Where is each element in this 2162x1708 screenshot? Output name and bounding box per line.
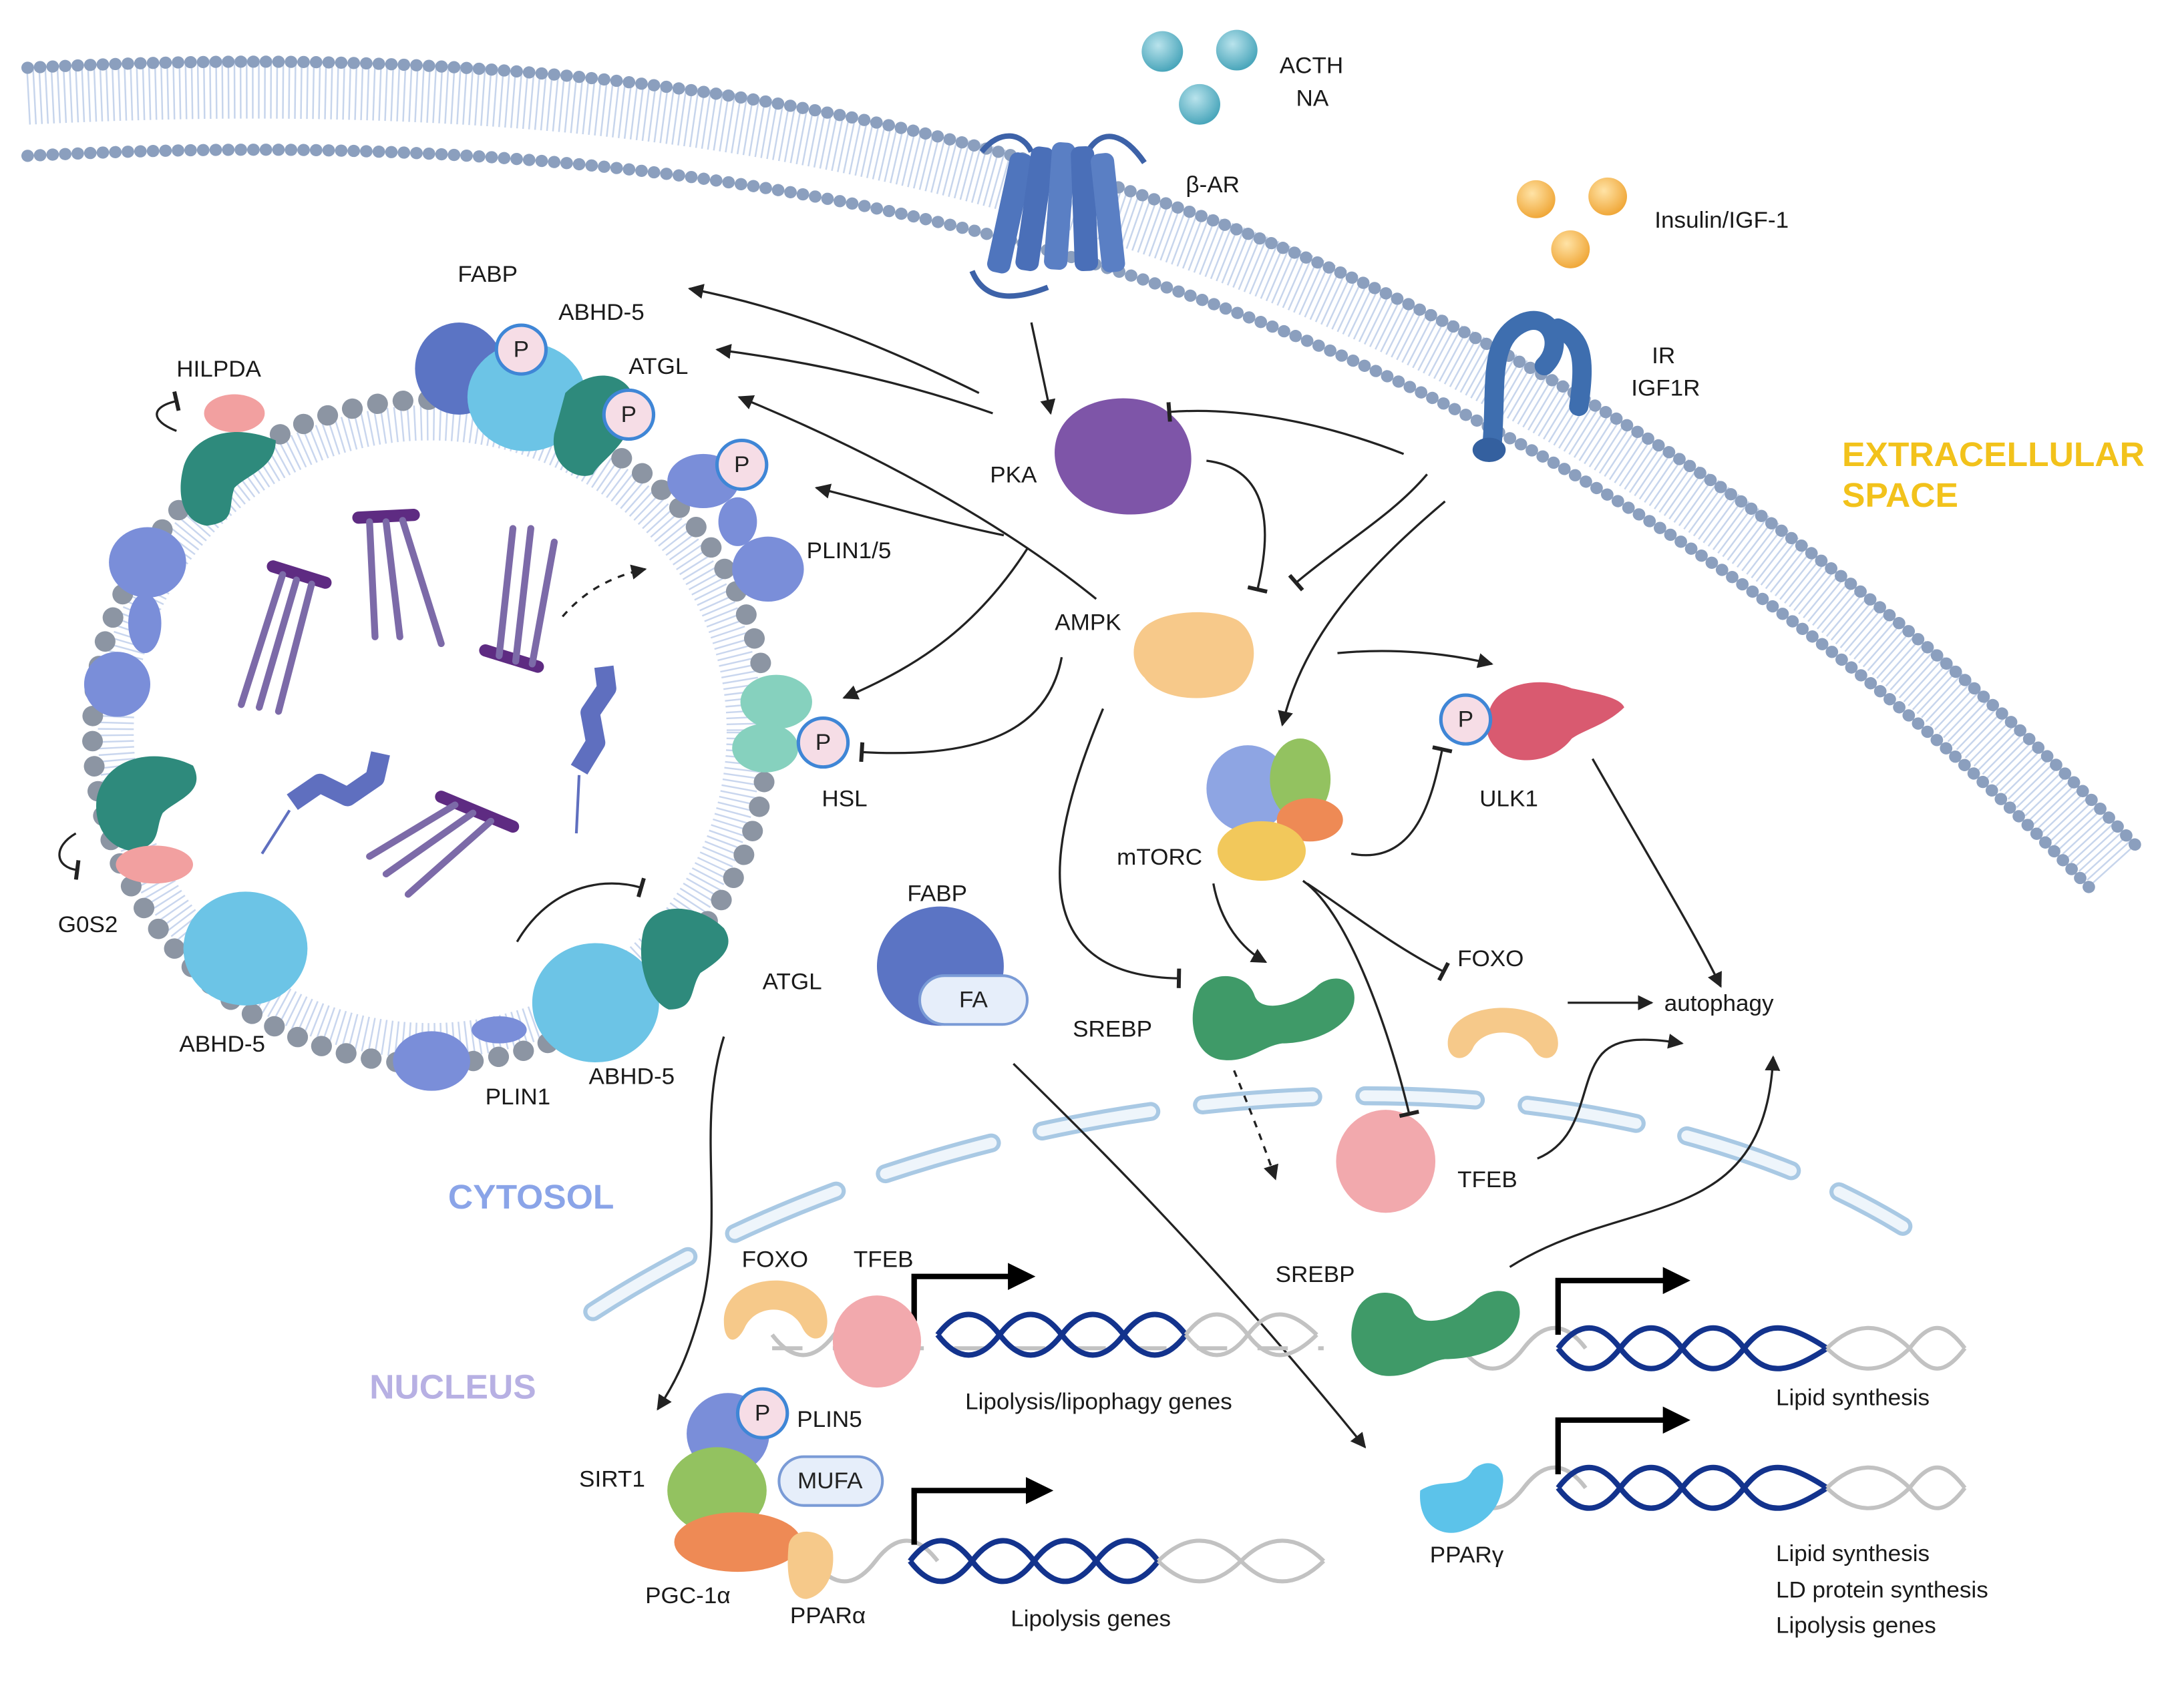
region-nucleus: NUCLEUS — [369, 1368, 536, 1406]
label-acth: ACTH — [1280, 53, 1343, 79]
region-extracellular-line2: SPACE — [1842, 476, 1958, 514]
label-lipid-synthesis: Lipid synthesis — [1776, 1385, 1930, 1411]
label-foxo-cytosol: FOXO — [1457, 946, 1523, 972]
svg-text:P: P — [514, 337, 529, 363]
inhibit-g0s2 — [58, 832, 81, 880]
acth-na-ligands — [1141, 29, 1258, 125]
hilpda-protein — [204, 394, 265, 433]
phospho-plin15: P — [715, 439, 769, 491]
label-ppary-target-2: LD protein synthesis — [1776, 1578, 1988, 1603]
label-lipolysis-genes: Lipolysis genes — [1011, 1607, 1171, 1632]
label-fabp-droplet: FABP — [458, 262, 518, 287]
ampk-kinase — [1133, 612, 1254, 698]
foxo-cytosol — [1447, 1008, 1558, 1058]
inhibit-droplet-atgl — [516, 877, 646, 943]
ir-igf1r-receptor — [1472, 310, 1592, 463]
label-sirt1: SIRT1 — [579, 1467, 645, 1492]
label-ampk: AMPK — [1055, 610, 1121, 636]
nuclear-envelope — [583, 1086, 1913, 1321]
svg-text:P: P — [621, 402, 637, 427]
label-hsl: HSL — [822, 787, 867, 812]
ppary-protein — [1420, 1463, 1503, 1533]
label-ppary: PPARγ — [1430, 1542, 1504, 1568]
label-igf1r: IGF1R — [1631, 376, 1700, 401]
inhibit-hilpda — [156, 391, 181, 432]
plin-left-upper — [83, 527, 186, 717]
label-plin5: PLIN5 — [797, 1407, 862, 1432]
dna-ppary-targets — [1459, 1406, 1967, 1511]
tfeb-nucleus — [832, 1295, 922, 1388]
abhd5-top-protein — [467, 343, 586, 451]
label-ppary-target-3: Lipolysis genes — [1776, 1613, 1936, 1639]
label-atgl-bottom: ATGL — [763, 970, 822, 995]
atgl-left-lower — [96, 756, 197, 851]
triglycerides — [238, 509, 558, 898]
region-cytosol: CYTOSOL — [448, 1179, 614, 1217]
svg-text:P: P — [734, 452, 749, 477]
label-pgc1a: PGC-1α — [645, 1583, 730, 1609]
plin1-bottom-protein — [393, 1016, 527, 1091]
label-plin1: PLIN1 — [486, 1084, 550, 1110]
signaling-arrows — [657, 284, 1781, 1449]
atgl-left-protein — [180, 432, 276, 526]
svg-text:P: P — [816, 730, 831, 755]
label-atgl-top: ATGL — [628, 354, 688, 379]
abhd5-bottom-protein — [532, 943, 659, 1063]
srebp-nucleus — [1351, 1291, 1520, 1376]
abhd5-left-protein — [183, 891, 308, 1006]
label-plin15: PLIN1/5 — [807, 538, 892, 564]
hsl-protein — [732, 674, 812, 773]
fatty-acid-chains — [260, 665, 616, 855]
label-autophagy: autophagy — [1664, 991, 1774, 1016]
label-mtorc: mTORC — [1117, 845, 1202, 870]
atgl-bottom-protein — [641, 908, 729, 1010]
label-ppary-target-1: Lipid synthesis — [1776, 1541, 1930, 1566]
label-foxo-nucleus: FOXO — [742, 1247, 808, 1273]
svg-text:P: P — [1458, 707, 1473, 732]
phospho-ulk1: P — [1439, 693, 1493, 746]
beta-ar-receptor — [969, 133, 1147, 299]
srebp-cytosol — [1192, 976, 1355, 1060]
label-abhd5-top: ABHD-5 — [558, 300, 645, 325]
pka-kinase — [1055, 398, 1192, 515]
label-abhd5-left: ABHD-5 — [179, 1032, 265, 1057]
label-ir: IR — [1652, 343, 1675, 369]
label-pka: PKA — [990, 463, 1037, 488]
phospho-plin5: P — [735, 1387, 789, 1440]
mtorc-complex — [1206, 738, 1343, 881]
label-ppara: PPARα — [790, 1603, 866, 1629]
dna-lipid-synthesis — [1459, 1267, 1967, 1371]
g0s2-protein — [116, 845, 194, 884]
phospho-atgl: P — [602, 388, 656, 441]
phospho-hsl: P — [796, 716, 850, 769]
insulin-igf1-ligands — [1516, 177, 1628, 268]
label-lipolysis-lipophagy-genes: Lipolysis/lipophagy genes — [965, 1390, 1232, 1415]
label-srebp-nucleus: SREBP — [1276, 1262, 1355, 1287]
label-tfeb-cytosol: TFEB — [1457, 1167, 1517, 1193]
label-tfeb-nucleus: TFEB — [854, 1247, 914, 1273]
label-fabp-cytosol: FABP — [907, 881, 967, 907]
label-fa: FA — [959, 988, 988, 1013]
arrow-droplet-internal — [562, 564, 647, 618]
label-beta-ar: β-AR — [1186, 172, 1240, 198]
svg-text:P: P — [755, 1401, 770, 1426]
label-ulk1: ULK1 — [1479, 787, 1538, 812]
region-extracellular-line1: EXTRACELLULAR — [1842, 436, 2145, 474]
label-insulin-igf1: Insulin/IGF-1 — [1654, 208, 1789, 233]
label-mufa: MUFA — [797, 1468, 863, 1494]
dna-lipolysis — [812, 1477, 1326, 1584]
label-g0s2: G0S2 — [58, 912, 118, 937]
ulk1-kinase — [1486, 682, 1624, 761]
label-srebp-cytosol: SREBP — [1073, 1017, 1152, 1042]
label-na: NA — [1296, 86, 1330, 112]
tfeb-cytosol — [1336, 1110, 1436, 1213]
label-abhd5-bottom: ABHD-5 — [589, 1064, 675, 1090]
foxo-nucleus — [723, 1280, 828, 1340]
label-hilpda: HILPDA — [176, 357, 262, 382]
fabp-fa-complex: FA — [876, 906, 1029, 1026]
phospho-fabp-abhd5: P — [494, 323, 548, 376]
